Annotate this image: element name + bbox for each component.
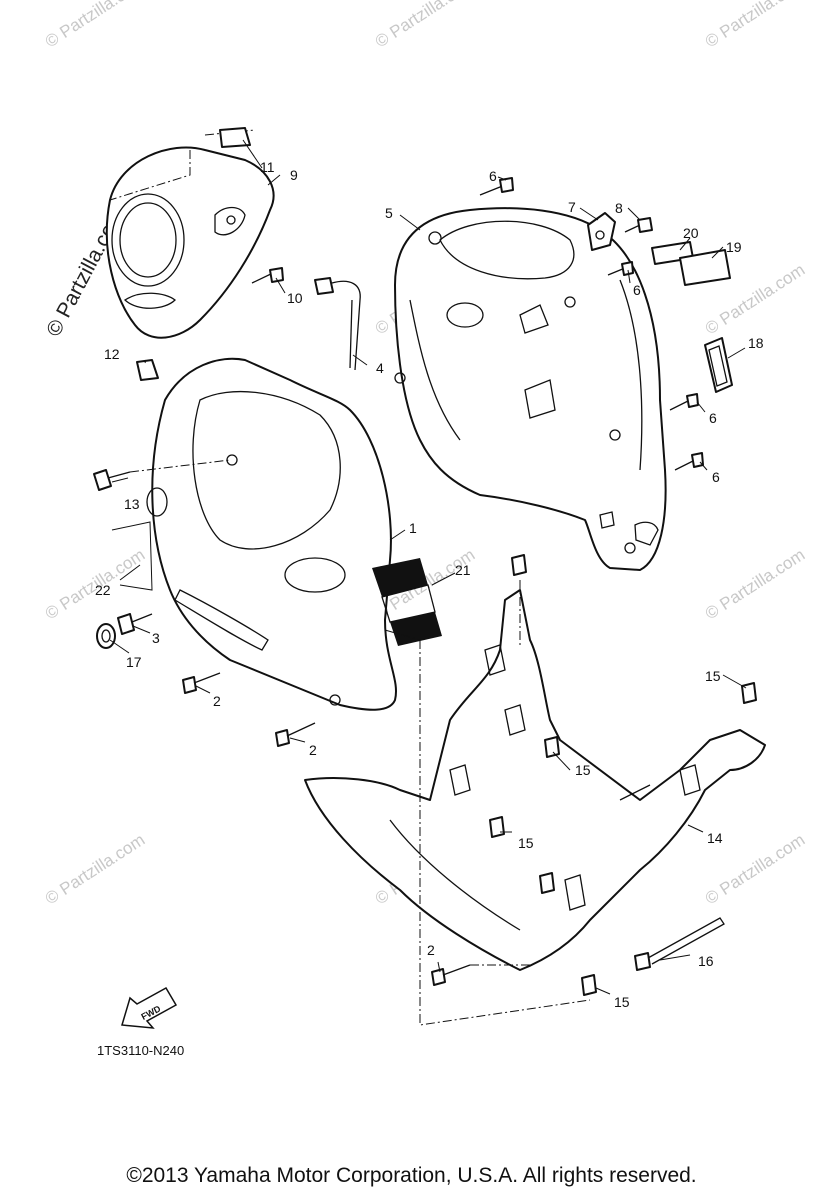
callout-7: 7 (568, 199, 576, 215)
callout-layer: 1 2 2 2 3 4 5 6 6 6 6 7 8 9 10 11 12 13 … (95, 159, 764, 1010)
callout-10: 10 (287, 290, 303, 306)
callout-2: 2 (309, 742, 317, 758)
callout-2: 2 (427, 942, 435, 958)
watermark: © Partzilla.com (702, 545, 808, 623)
callout-22: 22 (95, 582, 111, 598)
watermark: © Partzilla.com (702, 0, 808, 51)
copyright-notice: ©2013 Yamaha Motor Corporation, U.S.A. A… (126, 1164, 697, 1187)
part-5-inner-panel (394, 207, 667, 571)
callout-1: 1 (409, 520, 417, 536)
part-1-front-cover (146, 357, 397, 711)
callout-6: 6 (489, 168, 497, 184)
callout-11: 11 (260, 159, 275, 175)
part-6-screw (669, 393, 699, 411)
part-2-screw (431, 964, 471, 986)
callout-8: 8 (615, 200, 623, 216)
part-2-screw (275, 722, 316, 747)
part-15-clip (741, 682, 757, 704)
part-4-cable-tie (314, 277, 361, 371)
part-13-bolt (93, 459, 231, 491)
callout-16: 16 (698, 953, 714, 969)
callout-21: 21 (455, 562, 471, 578)
callout-17: 17 (126, 654, 142, 670)
callout-5: 5 (385, 205, 393, 221)
watermark: © Partzilla.com (42, 0, 148, 51)
part-15-clip (511, 554, 527, 576)
part-17-grommet (96, 623, 116, 649)
part-12-nut (136, 359, 159, 381)
callout-15: 15 (614, 994, 630, 1010)
part-9-headlight-cover (105, 129, 275, 339)
part-8-screw (624, 217, 653, 233)
part-15-clip (489, 816, 505, 838)
part-6-screw (674, 452, 704, 471)
callout-15: 15 (575, 762, 591, 778)
part-15-clip (544, 736, 560, 758)
callout-3: 3 (152, 630, 160, 646)
part-10-screw (251, 267, 284, 284)
callout-18: 18 (748, 335, 764, 351)
leader-lines (109, 139, 747, 995)
part-2-screw (182, 672, 221, 694)
callout-13: 13 (124, 496, 140, 512)
part-18-gasket (704, 337, 733, 393)
part-6-screw (479, 177, 514, 196)
part-21-decal (372, 558, 442, 646)
callout-15: 15 (518, 835, 534, 851)
callout-12: 12 (104, 346, 120, 362)
callout-14: 14 (707, 830, 723, 846)
part-11-clip (219, 127, 251, 148)
part-15-clip (539, 872, 555, 894)
fwd-arrow-icon: FWD (121, 986, 178, 1029)
callout-4: 4 (376, 360, 384, 376)
callout-6: 6 (709, 410, 717, 426)
part-16-cable-tie (634, 917, 725, 971)
callout-6: 6 (712, 469, 720, 485)
part-19-pad (679, 249, 731, 286)
callout-9: 9 (290, 167, 298, 183)
callout-2: 2 (213, 693, 221, 709)
assembly-lines (384, 580, 591, 1026)
diagram-code: 1TS3110-N240 (97, 1043, 184, 1058)
watermark: © Partzilla.com (372, 0, 478, 51)
part-7-bracket (587, 212, 616, 251)
part-22-grommet (111, 521, 153, 591)
part-3-bolt (117, 613, 153, 635)
watermark: © Partzilla.com (42, 830, 148, 908)
callout-19: 19 (726, 239, 742, 255)
callout-20: 20 (683, 225, 699, 241)
part-6-screw (607, 261, 634, 276)
callout-15: 15 (705, 668, 721, 684)
part-15-clip (581, 974, 597, 996)
callout-6: 6 (633, 282, 641, 298)
